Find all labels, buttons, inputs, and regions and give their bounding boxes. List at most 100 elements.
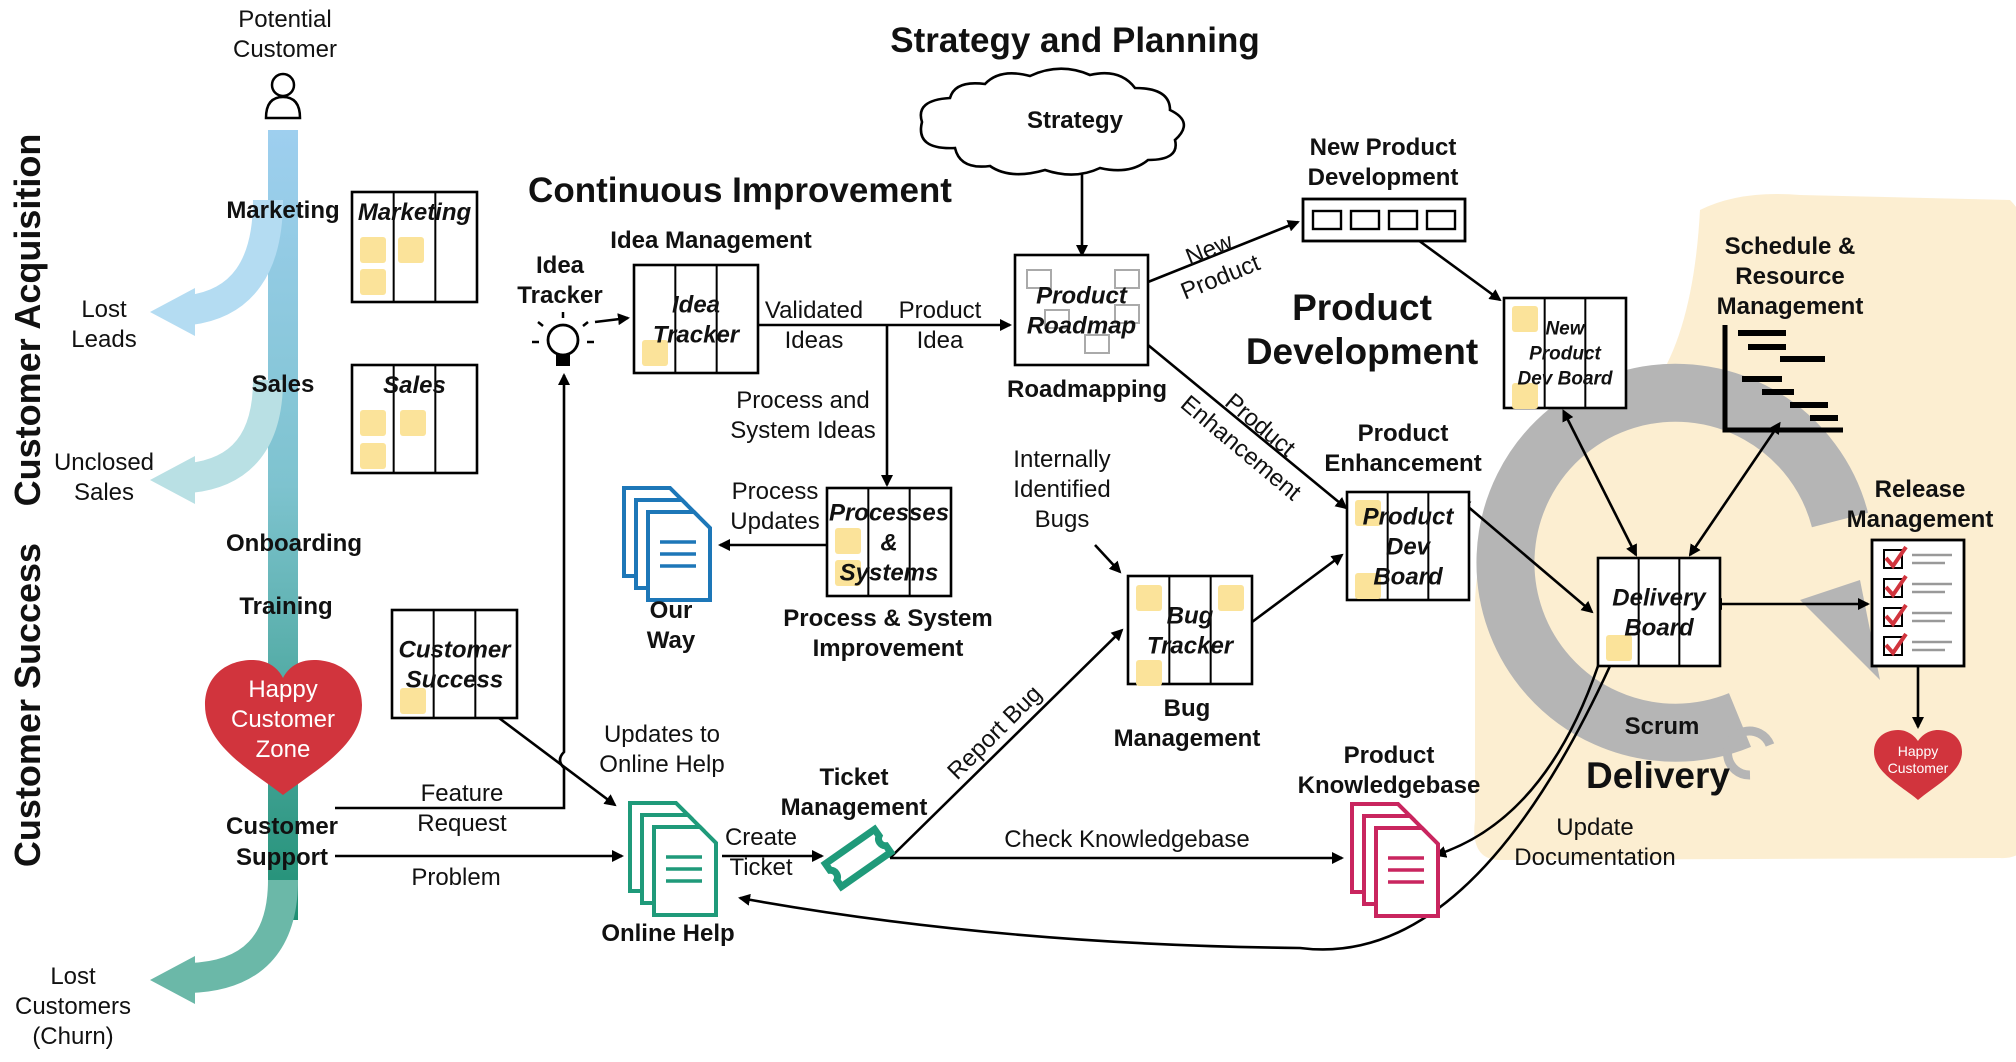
lost-customers-label-3: (Churn) [32, 1023, 113, 1050]
board-title-delivery-0: Delivery [1612, 584, 1707, 611]
board-title-new-product-dev-2: Dev Board [1517, 369, 1612, 390]
lost-customers-label-1: Lost [50, 963, 96, 990]
connectors [335, 168, 1924, 951]
online-help-label: Online Help [601, 920, 734, 947]
release-management-label-1: Release [1875, 476, 1966, 503]
create-ticket-label-2: Ticket [729, 854, 792, 881]
ticket-icon [820, 824, 896, 892]
customer-success-heading: Customer Success [7, 543, 48, 867]
update-documentation-label-2: Documentation [1514, 844, 1675, 871]
bug-management-label-2: Management [1114, 725, 1261, 752]
lost-customers-label-2: Customers [15, 993, 131, 1020]
online-help-document-icon [628, 801, 718, 917]
board-processes-systems: Processes&Systems [825, 486, 953, 598]
potential-customer-label-1: Potential [238, 6, 331, 33]
sticky-note [1136, 585, 1162, 611]
checkmark-icon [1884, 632, 1908, 657]
product-development-heading-1: Product [1292, 287, 1432, 328]
sticky-note [360, 443, 386, 469]
happy-zone-label-2: Customer [231, 706, 335, 733]
checkmark-icon [1884, 603, 1908, 628]
sticky-note [1512, 383, 1538, 409]
customer-funnel [150, 130, 298, 1004]
sticky-note [360, 269, 386, 295]
process-updates-label-1: Process [732, 478, 819, 505]
product-enhancement-label-2: Enhancement [1324, 450, 1481, 477]
board-marketing: Marketing [350, 190, 479, 304]
customer-acquisition-heading: Customer Acquisition [7, 134, 48, 507]
internally-identified-bugs-label-3: Bugs [1035, 506, 1090, 533]
happy-customer-label-2: Customer [1888, 760, 1949, 776]
board-sales: Sales [350, 363, 479, 475]
new-product-development-pipeline [1301, 197, 1467, 243]
roadmap-item [1044, 309, 1070, 329]
happy-customer-heart [1874, 730, 1962, 800]
process-system-ideas-label-2: System Ideas [730, 417, 875, 444]
sticky-note [1606, 635, 1632, 661]
sticky-note [835, 560, 861, 586]
update-documentation-label-1: Update [1556, 814, 1633, 841]
happy-zone-label-1: Happy [248, 676, 317, 703]
unclosed-sales-label-2: Sales [74, 479, 134, 506]
sticky-note [1512, 306, 1538, 332]
problem-label: Problem [411, 864, 500, 891]
sticky-note [1355, 573, 1381, 599]
create-ticket-label-1: Create [725, 824, 797, 851]
bug-management-label-1: Bug [1164, 695, 1211, 722]
board-title-processes-systems-0: Processes [829, 499, 949, 526]
product-enhancement-label-1: Product [1358, 420, 1449, 447]
strategy-cloud: Strategy [919, 67, 1186, 176]
idea-management-label: Idea Management [610, 227, 811, 254]
board-title-idea-tracker-0: Idea [672, 291, 720, 318]
check-knowledgebase-label: Check Knowledgebase [1004, 826, 1250, 853]
product-idea-label-2: Idea [917, 327, 964, 354]
process-system-improvement-label-1: Process & System [783, 605, 992, 632]
documents [622, 486, 1440, 918]
board-title-product-dev-1: Dev [1386, 533, 1432, 560]
checkmark-icon [1884, 574, 1908, 599]
scrum-cycle-icon [1476, 363, 1869, 762]
sticky-note [400, 410, 426, 436]
strategy-label: Strategy [1027, 107, 1124, 134]
our-way-label-2: Way [647, 627, 696, 654]
new-product-development-label-2: Development [1308, 164, 1459, 191]
happy-customer-label-1: Happy [1898, 743, 1938, 759]
sticky-note [400, 688, 426, 714]
updates-online-help-label-2: Online Help [599, 751, 724, 778]
board-title-product-dev-0: Product [1363, 503, 1455, 530]
schedule-resource-label-3: Management [1717, 293, 1864, 320]
updates-online-help-label-1: Updates to [604, 721, 720, 748]
board-title-new-product-dev-1: Product [1529, 344, 1601, 365]
lost-leads-label-1: Lost [81, 296, 127, 323]
our-way-document-icon [622, 486, 712, 602]
product-development-heading-2: Development [1246, 331, 1478, 372]
happy-zone-label-3: Zone [256, 736, 311, 763]
board-title-product-dev-2: Board [1373, 563, 1444, 590]
lightbulb-icon [532, 312, 594, 366]
roadmap-item [1084, 334, 1110, 354]
ticket-management-label-1: Ticket [820, 764, 889, 791]
sticky-note [1136, 660, 1162, 686]
internally-identified-bugs-label-2: Identified [1013, 476, 1110, 503]
schedule-resource-label-1: Schedule & [1725, 233, 1856, 260]
potential-customer-label-2: Customer [233, 36, 337, 63]
board-title-delivery-1: Board [1624, 614, 1695, 641]
scrum-label: Scrum [1625, 713, 1700, 740]
roadmap-item [1114, 269, 1140, 289]
roadmap-item [1026, 269, 1052, 289]
product-knowledgebase-label-1: Product [1344, 742, 1435, 769]
release-management-label-2: Management [1847, 506, 1994, 533]
knowledgebase-document-icon [1350, 802, 1440, 918]
board-title-processes-systems-1: & [880, 529, 897, 556]
sticky-note [360, 410, 386, 436]
continuous-improvement-heading: Continuous Improvement [528, 171, 952, 210]
board-title-customer-success-0: Customer [398, 636, 512, 663]
